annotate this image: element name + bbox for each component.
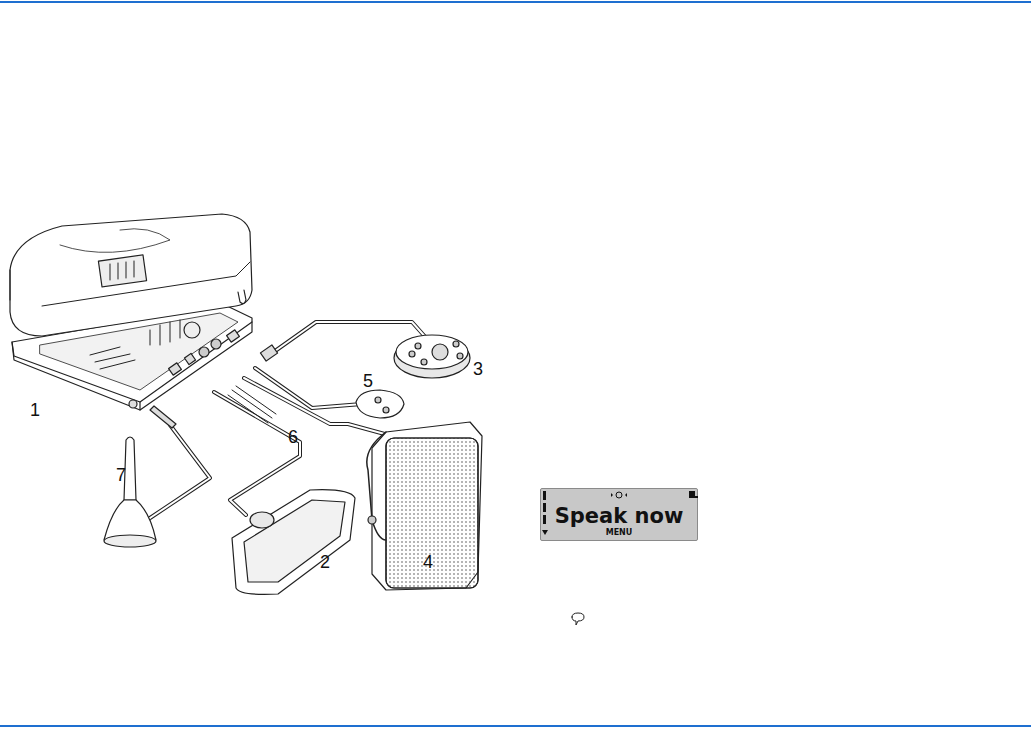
soft-key-label: MENU (541, 529, 697, 537)
callout-number: 6 (288, 428, 298, 446)
display-screen: Speak nowMENU (540, 488, 698, 541)
callout-number: 4 (423, 553, 433, 571)
callout-number: 3 (473, 360, 483, 378)
bottom-rule (0, 725, 1031, 727)
top-rule (0, 1, 1031, 3)
callout-number: 5 (363, 372, 373, 390)
callout-number: 2 (320, 553, 330, 571)
callout-number: 1 (30, 401, 40, 419)
voice-icon (572, 613, 584, 625)
callout-number: 7 (116, 466, 126, 484)
display-unit (232, 490, 355, 595)
loudspeaker (367, 422, 482, 590)
screen-message: Speak now (541, 506, 697, 527)
main-unit-cover (10, 214, 252, 336)
antenna (104, 406, 176, 547)
remote-button (356, 390, 404, 418)
